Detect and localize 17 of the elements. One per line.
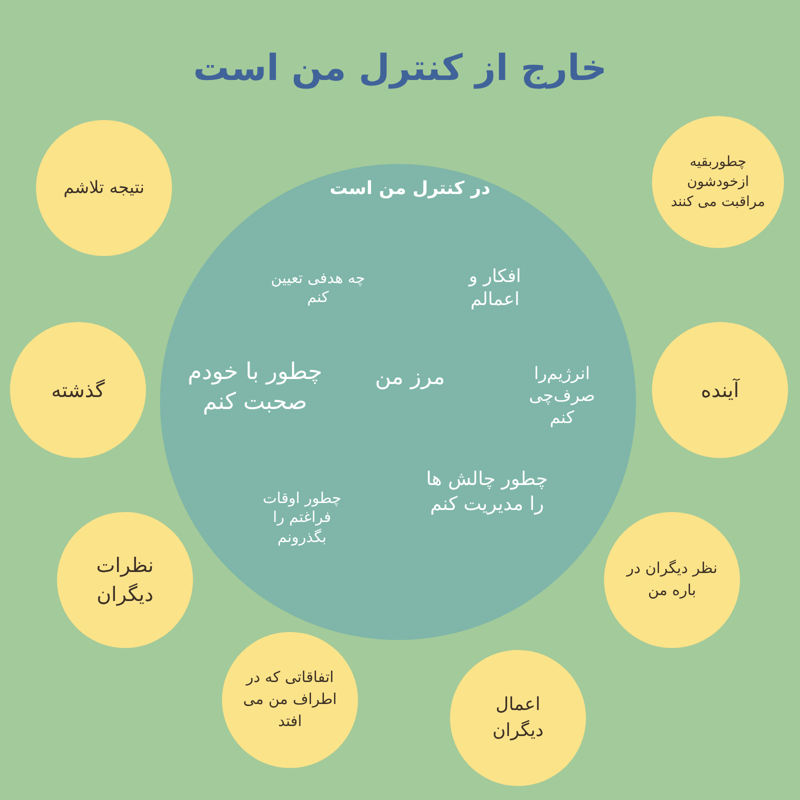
topic-text: اتفاقاتی که در اطراف من می افتد xyxy=(242,667,338,732)
topic-text: اعمال دیگران xyxy=(491,692,545,743)
item-text: چطور اوقات فراغتم را بگذرونم xyxy=(262,488,342,548)
topic-text: نتیجه تلاشم xyxy=(62,176,146,200)
item-text: چه هدفی تعیین کنم xyxy=(270,268,366,308)
item-text: چطور چالش ها را مدیریت کنم xyxy=(425,467,549,517)
topic-text: چطوربقیه ازخودشون مراقبت می کنند xyxy=(670,152,766,212)
title: خارج از کنترل من است xyxy=(192,48,608,89)
item-text: انرژیم‌را صرف‌چی کنم xyxy=(528,362,596,430)
item-text: مرز من xyxy=(374,364,446,392)
topic-text: نظرات دیگران xyxy=(95,552,155,608)
item-text: چطور با خودم صحبت کنم xyxy=(186,358,324,417)
topic-text: نظر دیگران در باره من xyxy=(625,558,718,601)
topic-text: گذشته xyxy=(50,376,106,404)
topic-text: آینده xyxy=(700,376,741,404)
item-text: افکار و اعمالم xyxy=(467,264,522,312)
circle-heading: در کنترل من است xyxy=(328,176,492,200)
